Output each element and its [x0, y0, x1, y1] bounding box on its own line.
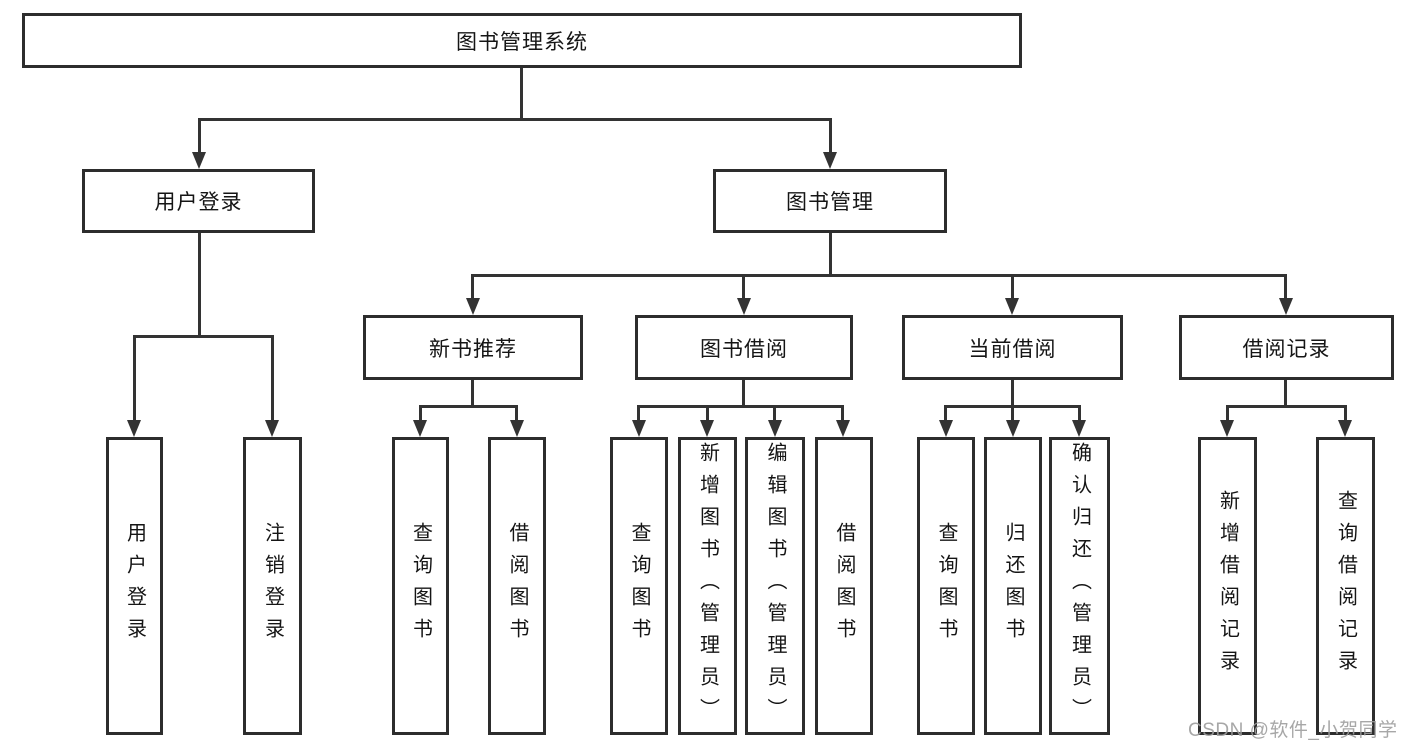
arrow-down-icon: [510, 420, 524, 437]
arrow-down-icon: [632, 420, 646, 437]
node-label: 图书管理系统: [456, 30, 588, 54]
arrow-down-icon: [768, 420, 782, 437]
node-current-borrowing: 当前借阅: [902, 315, 1123, 380]
leaf-query-books-current: 查询图书: [917, 437, 975, 735]
arrow-down-icon: [1220, 420, 1234, 437]
connector-line: [637, 405, 844, 408]
node-label: 借阅记录: [1242, 337, 1331, 361]
node-label: 确认归还（管理员）: [1068, 442, 1091, 730]
connector-line: [1344, 405, 1347, 422]
arrow-down-icon: [836, 420, 850, 437]
node-label: 归还图书: [1002, 522, 1024, 650]
leaf-edit-book-admin: 编辑图书（管理员）: [745, 437, 805, 735]
node-label: 借阅图书: [833, 522, 855, 650]
connector-line: [829, 118, 832, 154]
node-book-borrowing: 图书借阅: [635, 315, 853, 380]
arrow-down-icon: [1005, 298, 1019, 315]
node-label: 新书推荐: [429, 337, 517, 361]
arrow-down-icon: [737, 298, 751, 315]
node-label: 注销登录: [261, 522, 284, 650]
connector-line: [1284, 380, 1287, 405]
node-book-management: 图书管理: [713, 169, 947, 233]
arrow-down-icon: [1072, 420, 1086, 437]
node-label: 查询图书: [409, 522, 432, 650]
leaf-logout: 注销登录: [243, 437, 302, 735]
arrow-down-icon: [1006, 420, 1020, 437]
connector-line: [198, 233, 201, 335]
connector-line: [742, 274, 745, 300]
leaf-add-book-admin: 新增图书（管理员）: [678, 437, 737, 735]
connector-line: [1078, 405, 1081, 422]
connector-line: [829, 233, 832, 274]
node-borrowing-records: 借阅记录: [1179, 315, 1394, 380]
connector-line: [520, 68, 523, 118]
leaf-query-borrow-record: 查询借阅记录: [1316, 437, 1375, 735]
connector-line: [198, 118, 832, 121]
arrow-down-icon: [1338, 420, 1352, 437]
node-label: 查询借阅记录: [1334, 490, 1357, 682]
connector-line: [1226, 405, 1229, 422]
node-label: 当前借阅: [968, 337, 1057, 361]
leaf-borrow-books-recommend: 借阅图书: [488, 437, 546, 735]
leaf-confirm-return-admin: 确认归还（管理员）: [1049, 437, 1110, 735]
leaf-user-login: 用户登录: [106, 437, 163, 735]
connector-line: [198, 118, 201, 154]
node-label: 查询图书: [935, 522, 957, 650]
connector-line: [1011, 405, 1014, 422]
node-new-book-recommendation: 新书推荐: [363, 315, 583, 380]
connector-line: [471, 380, 474, 405]
node-label: 新增图书（管理员）: [696, 442, 719, 730]
connector-line: [471, 274, 1287, 277]
arrow-down-icon: [265, 420, 279, 437]
node-label: 图书借阅: [700, 337, 788, 361]
node-label: 编辑图书（管理员）: [764, 442, 786, 730]
arrow-down-icon: [192, 152, 206, 169]
node-label: 用户登录: [123, 522, 146, 650]
connector-line: [515, 405, 518, 422]
arrow-down-icon: [823, 152, 837, 169]
connector-line: [1011, 380, 1014, 405]
connector-line: [419, 405, 422, 422]
connector-line: [133, 335, 136, 422]
node-label: 用户登录: [154, 191, 243, 214]
leaf-borrow-books: 借阅图书: [815, 437, 873, 735]
csdn-watermark: CSDN @软件_小贺同学: [1188, 720, 1398, 741]
leaf-query-books-recommend: 查询图书: [392, 437, 449, 735]
arrow-down-icon: [413, 420, 427, 437]
connector-line: [841, 405, 844, 422]
connector-line: [773, 405, 776, 422]
arrow-down-icon: [1279, 298, 1293, 315]
node-user-login: 用户登录: [82, 169, 315, 233]
leaf-query-books-borrowing: 查询图书: [610, 437, 668, 735]
connector-line: [271, 335, 274, 422]
connector-line: [1226, 405, 1346, 408]
connector-line: [944, 405, 947, 422]
node-label: 借阅图书: [506, 522, 528, 650]
connector-line: [706, 405, 709, 422]
arrow-down-icon: [700, 420, 714, 437]
node-label: 图书管理: [786, 191, 874, 214]
connector-line: [637, 405, 640, 422]
connector-line: [1284, 274, 1287, 300]
node-library-management-system: 图书管理系统: [22, 13, 1022, 68]
arrow-down-icon: [939, 420, 953, 437]
connector-line: [742, 380, 745, 405]
connector-line: [471, 274, 474, 300]
connector-line: [1011, 274, 1014, 300]
connector-line: [419, 405, 518, 408]
connector-line: [133, 335, 274, 338]
node-label: 新增借阅记录: [1216, 490, 1239, 682]
leaf-return-book: 归还图书: [984, 437, 1042, 735]
node-label: 查询图书: [628, 522, 650, 650]
arrow-down-icon: [466, 298, 480, 315]
leaf-add-borrow-record: 新增借阅记录: [1198, 437, 1257, 735]
arrow-down-icon: [127, 420, 141, 437]
